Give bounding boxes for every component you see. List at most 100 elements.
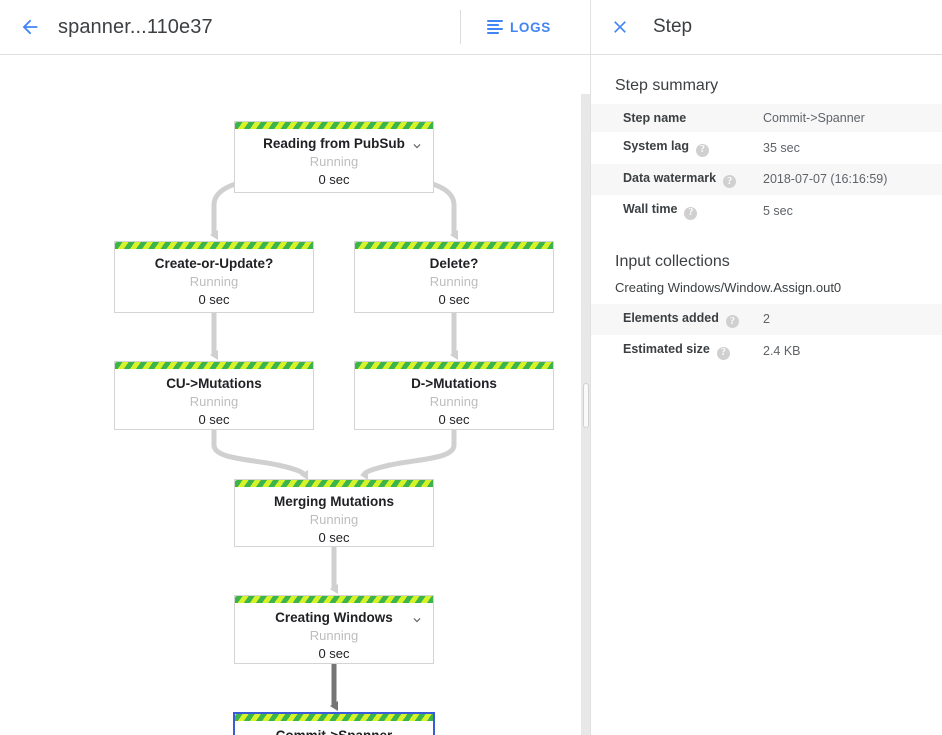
table-row-key: Elements added? [591,304,763,336]
close-icon[interactable] [598,5,642,49]
graph-pane-splitter[interactable] [581,94,591,735]
table-row: Wall time?5 sec [591,195,942,227]
logs-list-icon [486,20,503,34]
arrow-left-icon[interactable] [6,3,54,51]
step-summary-heading: Step summary [615,77,719,94]
node-elapsed-time: 0 sec [318,646,350,661]
table-row-key: Step name [591,104,763,132]
node-status: Running [309,512,359,527]
node-status-stripe [235,596,433,603]
node-elapsed-time: 0 sec [318,530,350,545]
graph-node-delete[interactable]: Delete? Running 0 sec [354,241,554,313]
node-elapsed-time: 0 sec [438,412,470,427]
graph-node-create-or-update[interactable]: Create-or-Update? Running 0 sec [114,241,314,313]
step-panel-header: Step [591,0,942,55]
node-status-stripe [115,362,313,369]
table-row: Elements added?2 [591,303,942,336]
node-body: Delete? Running 0 sec [355,249,553,316]
node-status-stripe [355,242,553,249]
node-status-stripe [115,242,313,249]
node-elapsed-time: 0 sec [318,172,350,187]
table-row: Step name Commit->Spanner [591,104,942,132]
node-status-stripe [355,362,553,369]
top-app-bar: spanner...110e37 LOGS [0,0,591,55]
input-collections-heading: Input collections [615,252,730,270]
pane-divider [590,0,591,735]
chevron-down-icon[interactable] [409,138,425,154]
node-title: Reading from PubSub [263,136,405,151]
node-elapsed-time: 0 sec [198,412,230,427]
step-details-pane: Step Step summary Step name Commit->Spann… [591,0,942,735]
node-body: Commit->SpannerPart running5 sec [235,721,433,735]
logs-button-label: LOGS [509,19,551,35]
graph-node-commit-spanner[interactable]: Commit->SpannerPart running5 sec [233,712,435,735]
node-status: Running [309,628,359,643]
node-title: Creating Windows [275,610,393,625]
page-title: spanner...110e37 [58,15,213,38]
node-status-stripe [235,122,433,129]
node-status: Running [189,274,239,289]
table-row-value: 5 sec [763,203,793,218]
top-app-bar-actions: LOGS [459,0,591,54]
table-row-key: Wall time? [591,195,763,227]
table-row-key-label: Elements added [623,310,719,325]
help-icon[interactable]: ? [684,206,698,220]
node-title: Commit->Spanner [276,727,393,735]
node-title: Merging Mutations [274,494,394,509]
node-title: Delete? [429,256,479,271]
table-row-key-label: Step name [623,111,687,125]
chevron-down-icon[interactable] [409,612,425,628]
node-status: Running [309,154,359,169]
node-elapsed-time: 0 sec [198,292,230,307]
toolbar-divider [459,10,461,44]
table-row-value: 2018-07-07 (16:16:59) [763,172,888,187]
node-status: Running [189,394,239,409]
logs-button[interactable]: LOGS [483,14,555,41]
help-icon[interactable]: ? [723,175,737,188]
table-row-value: 35 sec [763,140,800,155]
node-title: CU->Mutations [166,376,262,391]
node-title: Create-or-Update? [154,256,274,271]
node-body: Create-or-Update? Running 0 sec [115,249,313,316]
table-row: Data watermark?2018-07-07 (16:16:59) [591,163,942,196]
node-status: Running [429,394,479,409]
input-collection-name: Creating Windows/Window.Assign.out0 [615,279,842,295]
chevron-down-icon[interactable] [409,730,425,735]
table-row-value: Commit->Spanner [763,111,865,125]
table-row-key-label: Data watermark [623,170,717,185]
splitter-grip[interactable] [583,383,589,428]
node-status: Running [429,274,479,289]
table-row-key-label: System lag [623,139,690,153]
table-row-key-label: Estimated size [623,342,710,356]
table-row-value: 2 [763,312,770,327]
table-row: Estimated size? 2.4 KB [591,335,942,367]
node-title: D->Mutations [411,376,497,391]
help-icon[interactable]: ? [725,315,739,328]
step-panel-title: Step [653,16,693,37]
table-row-value: 2.4 KB [763,343,801,358]
help-icon[interactable]: ? [716,346,730,360]
section-spacer [591,227,942,253]
table-row-key: Data watermark? [591,164,763,196]
table-row: System lag?35 sec [591,132,942,164]
help-icon[interactable]: ? [696,143,710,157]
node-elapsed-time: 0 sec [438,292,470,307]
node-status-stripe [235,480,433,487]
table-row-key: System lag? [591,132,763,164]
node-status-stripe [235,714,433,721]
